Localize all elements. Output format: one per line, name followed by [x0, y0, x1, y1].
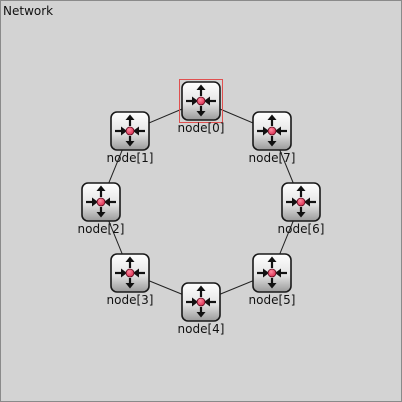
node-label: node[7]: [248, 151, 296, 165]
router-icon: [252, 253, 292, 293]
node-label: node[0]: [177, 121, 225, 135]
node-label: node[3]: [106, 293, 154, 307]
router-icon: [181, 81, 221, 121]
selection-box: [179, 79, 223, 123]
node-label: node[6]: [277, 222, 325, 236]
node-6[interactable]: node[6]: [278, 182, 324, 236]
node-7[interactable]: node[7]: [249, 111, 295, 165]
node-label: node[1]: [106, 151, 154, 165]
router-icon: [110, 253, 150, 293]
router-icon: [110, 111, 150, 151]
node-label: node[4]: [177, 322, 225, 336]
node-1[interactable]: node[1]: [107, 111, 153, 165]
node-0[interactable]: node[0]: [178, 79, 224, 135]
router-icon: [81, 182, 121, 222]
router-icon: [281, 182, 321, 222]
node-label: node[2]: [77, 222, 125, 236]
network-title: Network: [3, 4, 54, 18]
router-icon: [181, 282, 221, 322]
router-icon: [252, 111, 292, 151]
node-label: node[5]: [248, 293, 296, 307]
node-4[interactable]: node[4]: [178, 282, 224, 336]
node-3[interactable]: node[3]: [107, 253, 153, 307]
node-5[interactable]: node[5]: [249, 253, 295, 307]
node-2[interactable]: node[2]: [78, 182, 124, 236]
